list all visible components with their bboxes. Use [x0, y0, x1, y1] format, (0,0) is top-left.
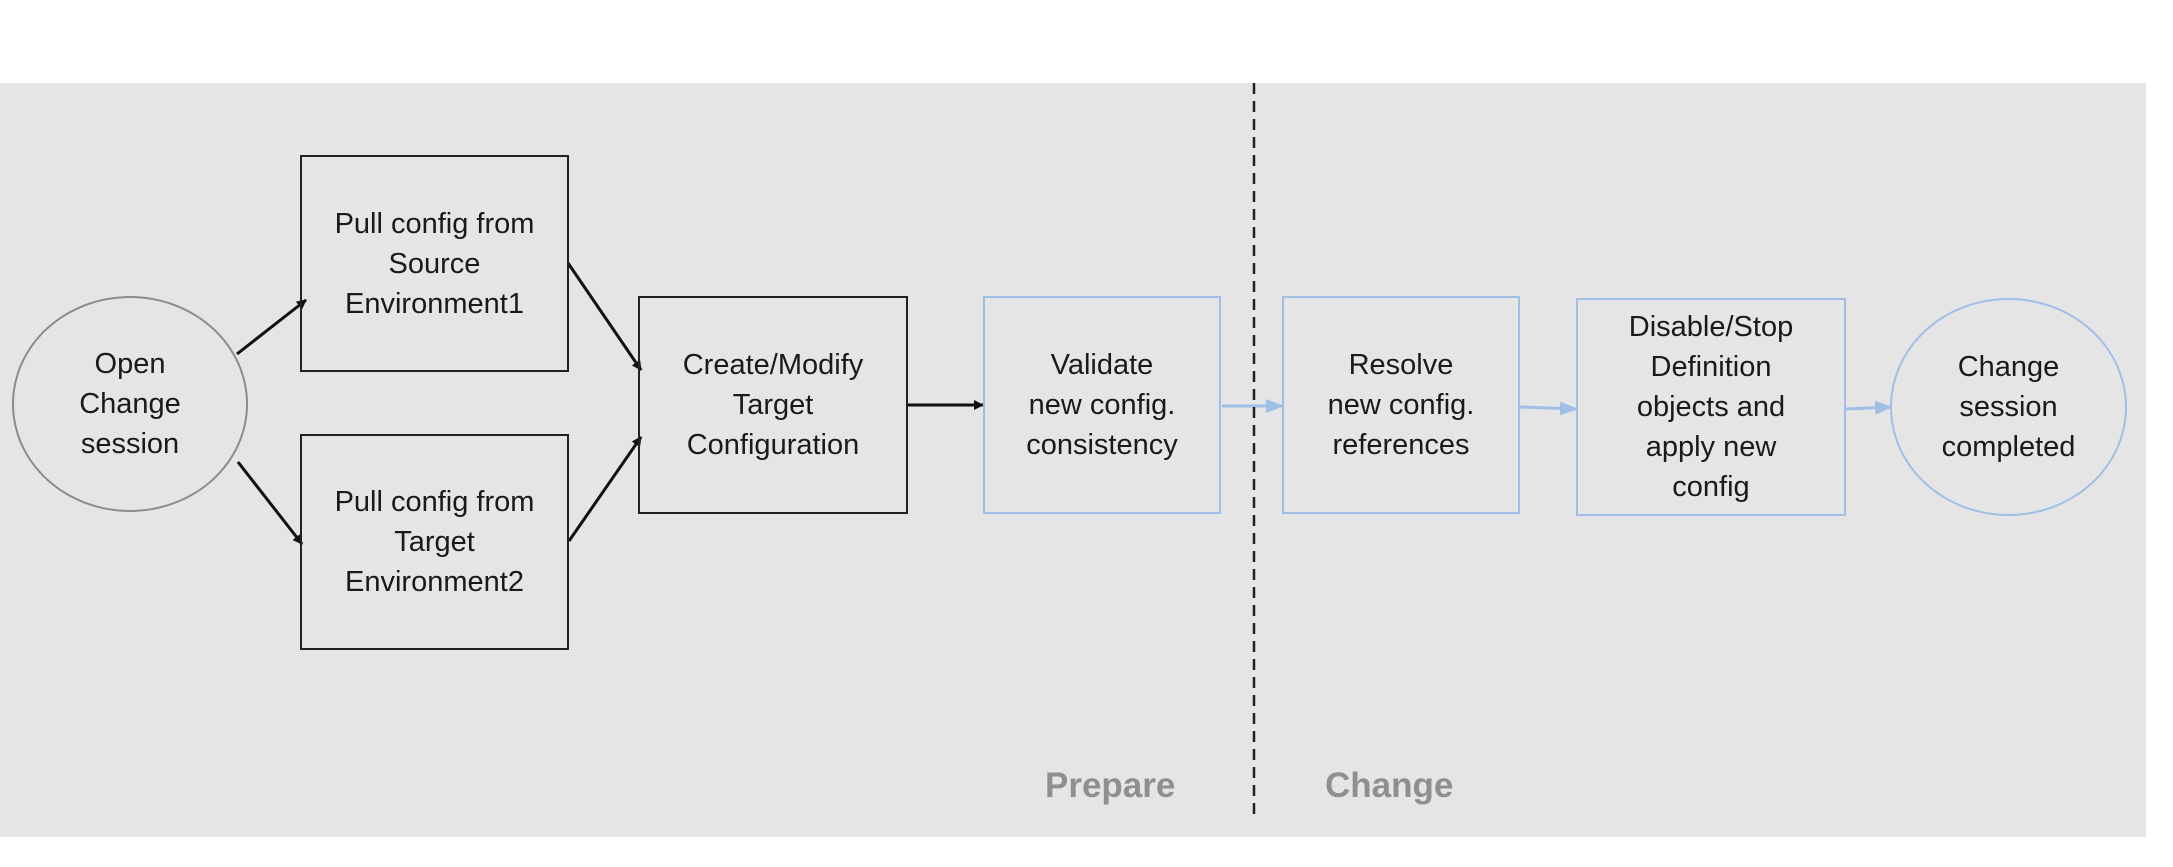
diagram-panel — [0, 83, 2146, 837]
resolve-references-node: Resolve new config. references — [1282, 296, 1520, 514]
arrow-resolve-to-disable — [1519, 401, 1578, 416]
open-change-session-node: Open Change session — [12, 296, 248, 512]
pull-config-source-node: Pull config from Source Environment1 — [300, 155, 569, 372]
arrow-disable-to-completed — [1845, 400, 1893, 415]
pull-config-target-node: Pull config from Target Environment2 — [300, 434, 569, 650]
arrow-target-to-create — [567, 436, 643, 542]
arrow-open-to-target — [236, 461, 304, 545]
disable-stop-apply-node: Disable/Stop Definition objects and appl… — [1576, 298, 1846, 516]
create-modify-target-node: Create/Modify Target Configuration — [638, 296, 908, 514]
validate-consistency-node: Validate new config. consistency — [983, 296, 1221, 514]
phase-label-prepare: Prepare — [1045, 766, 1176, 805]
phase-label-change: Change — [1325, 766, 1454, 805]
change-session-completed-node: Change session completed — [1890, 298, 2127, 516]
arrow-source-to-create — [566, 262, 643, 371]
arrow-open-to-source — [236, 298, 307, 356]
